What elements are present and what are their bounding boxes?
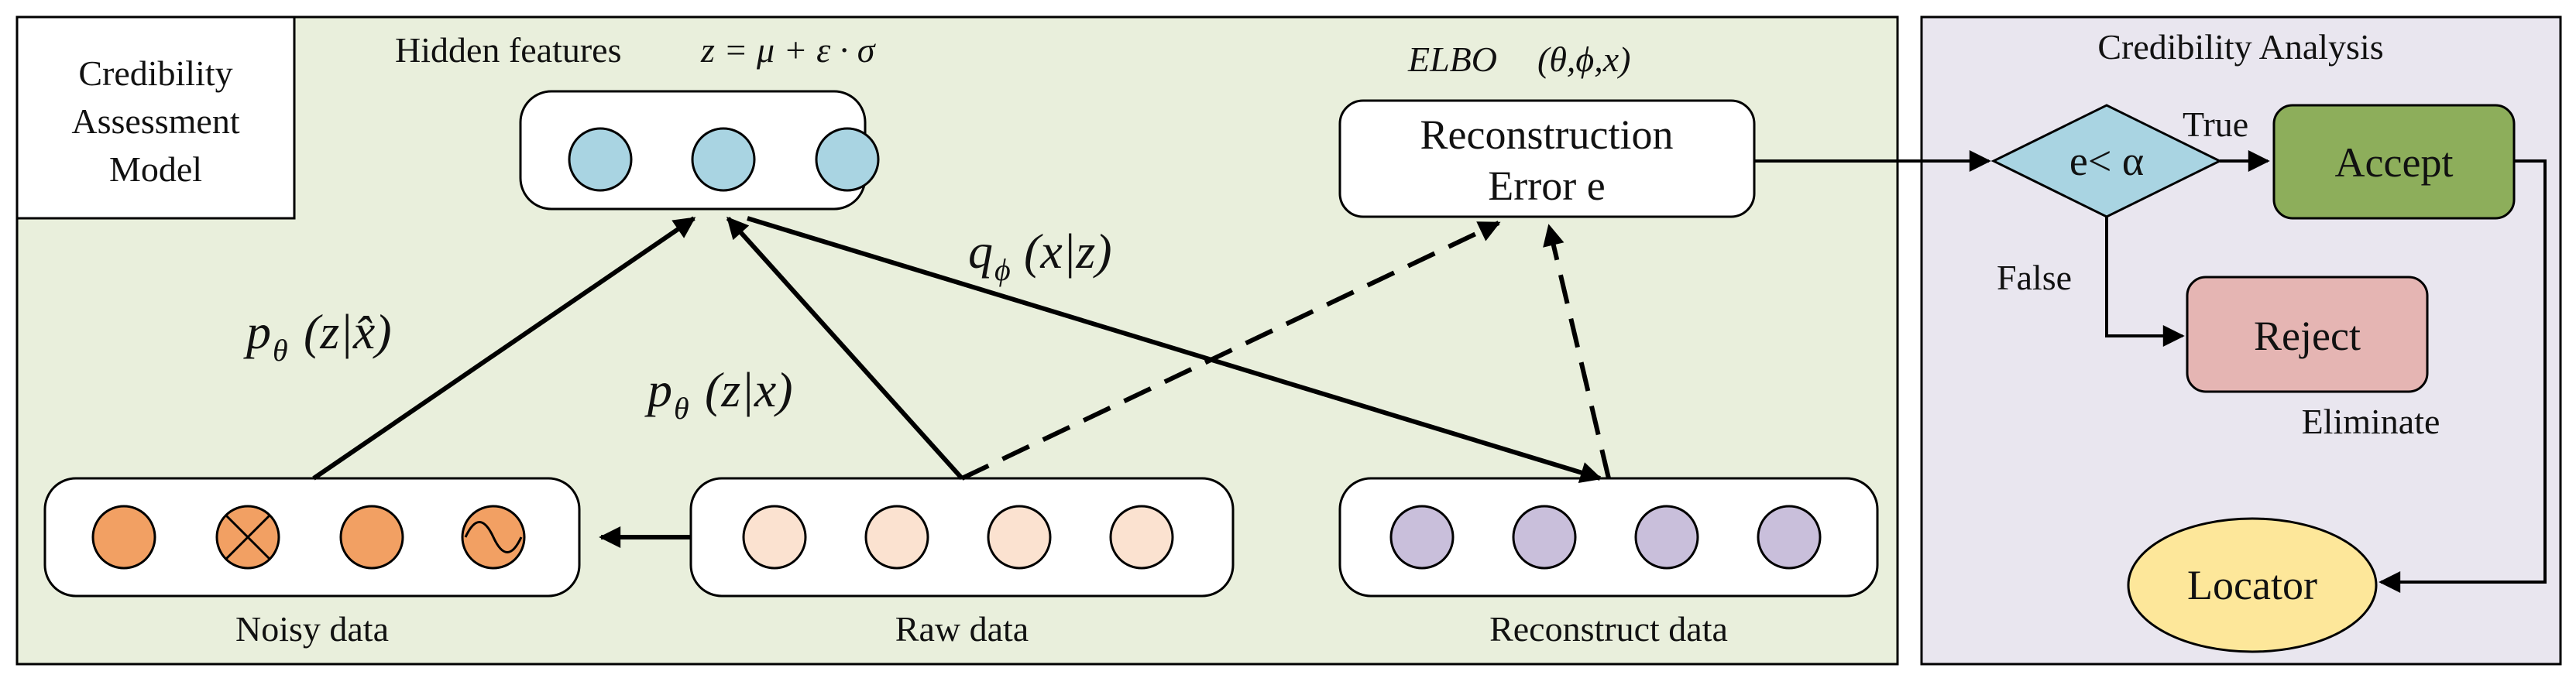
hidden-features-caption: Hidden features [395, 30, 622, 70]
reconstruction-error-box [1338, 99, 1756, 218]
hidden-node [815, 127, 880, 192]
svg-text:(z|x): (z|x) [705, 362, 793, 417]
raw-node [864, 505, 929, 570]
reconstruct-node [1389, 505, 1455, 570]
model-label-line2: Assessment [71, 101, 239, 141]
eliminate-label: Eliminate [2302, 402, 2440, 441]
edge-raw-to-hidden [726, 216, 964, 481]
encoder-raw-label: p θ (z|x) [644, 362, 793, 426]
locator-ellipse [2127, 517, 2378, 653]
edge-accept-to-locator [2379, 159, 2547, 593]
svg-text:q: q [968, 224, 993, 279]
reconstruct-node [1757, 505, 1822, 570]
decoder-label: q ϕ (x|z) [968, 224, 1112, 287]
encoder-noisy-label: p θ (z|x̂) [243, 304, 392, 368]
reconstruction-line1: Reconstruction [1420, 111, 1674, 158]
svg-text:θ: θ [273, 333, 288, 368]
raw-node [987, 505, 1052, 570]
decision-condition: e< α [2069, 138, 2144, 184]
reconstruct-node [1634, 505, 1699, 570]
reconstruct-node [1512, 505, 1577, 570]
model-label-box [15, 15, 296, 220]
edge-raw-to-error-dashed [960, 221, 1501, 481]
reject-box [2186, 276, 2429, 393]
edge-decision-to-reject [2105, 217, 2185, 347]
noisy-data-label: Noisy data [235, 609, 389, 649]
reconstruction-line2: Error e [1488, 163, 1605, 209]
reconstruct-data-label: Reconstruct data [1489, 609, 1728, 649]
svg-text:(x|z): (x|z) [1024, 224, 1112, 279]
svg-text:(z|x̂): (z|x̂) [304, 304, 392, 359]
noisy-node [91, 505, 156, 570]
svg-text:p: p [243, 304, 271, 359]
hidden-node [691, 127, 756, 192]
hidden-node [568, 127, 633, 192]
cross-in-circle-icon [215, 505, 280, 570]
hidden-features-formula: z = μ + ε · σ [700, 30, 877, 70]
locator-label: Locator [2187, 562, 2317, 608]
edge-hidden-to-reconstruct [747, 216, 1602, 484]
raw-node [742, 505, 807, 570]
raw-data-label: Raw data [895, 609, 1029, 649]
elbo-label: ELBO [1407, 39, 1497, 79]
svg-text:ϕ: ϕ [994, 252, 1011, 287]
svg-text:θ: θ [674, 391, 689, 426]
analysis-title: Credibility Analysis [2097, 27, 2383, 67]
noisy-node [339, 505, 404, 570]
model-label-line3: Model [109, 149, 202, 189]
model-label-line1: Credibility [78, 53, 232, 93]
svg-text:p: p [644, 362, 672, 417]
edge-noisy-to-hidden [312, 216, 696, 481]
false-label: False [1997, 258, 2072, 297]
sine-wave-icon [461, 505, 526, 570]
reject-label: Reject [2254, 313, 2361, 359]
elbo-args: (θ,ϕ,x) [1537, 39, 1630, 79]
raw-node [1109, 505, 1174, 570]
true-label: True [2183, 104, 2248, 144]
accept-label: Accept [2335, 139, 2454, 186]
noisy-data-container [43, 477, 581, 598]
